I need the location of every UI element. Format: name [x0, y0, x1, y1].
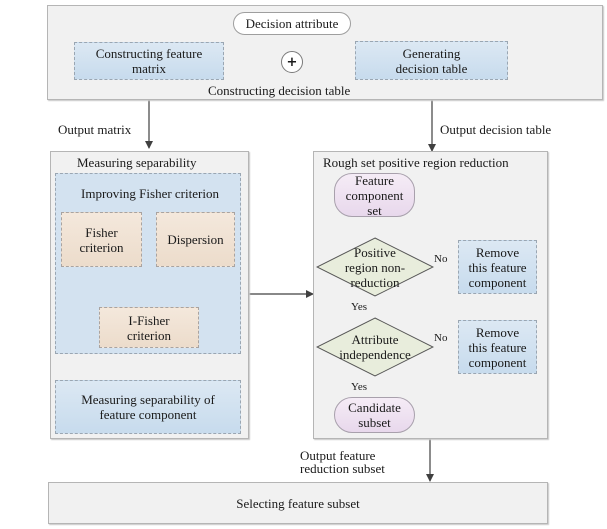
remove-feature-component-label-1: Remove this feature component	[468, 244, 527, 290]
output-decision-table-label: Output decision table	[440, 122, 552, 137]
no-label-2: No	[434, 332, 448, 344]
i-fisher-criterion-node: I-Fisher criterion	[99, 307, 199, 348]
yes-label-1: Yes	[351, 301, 368, 313]
decision-attribute-label: Decision attribute	[245, 16, 339, 31]
attribute-independence-decision	[316, 317, 434, 377]
feature-component-set-node: Feature component set	[334, 172, 415, 218]
constructing-decision-table-title: Constructing decision table	[208, 83, 351, 98]
rough-set-reduction-title: Rough set positive region reduction	[323, 155, 509, 170]
decision-attribute-node: Decision attribute	[233, 12, 351, 35]
generating-decision-table-node: Generating decision table	[355, 41, 508, 80]
attribute-independence-decision-label: Attribute independence	[339, 332, 411, 362]
output-matrix-label: Output matrix	[58, 122, 132, 137]
plus-node: +	[281, 51, 303, 73]
constructing-feature-matrix-label: Constructing feature matrix	[95, 46, 203, 76]
candidate-subset-node: Candidate subset	[334, 397, 415, 433]
remove-feature-component-node-1: Remove this feature component	[458, 240, 537, 294]
no-label-1: No	[434, 253, 448, 265]
measuring-separability-component-label: Measuring separability of feature compon…	[81, 392, 215, 422]
selecting-feature-subset-label: Selecting feature subset	[236, 495, 360, 511]
i-fisher-criterion-label: I-Fisher criterion	[126, 312, 172, 343]
output-reduction-subset-label: Output feature reduction subset	[300, 448, 385, 476]
dispersion-label: Dispersion	[167, 232, 224, 247]
positive-region-decision-label: Positive region non-reduction	[344, 244, 406, 290]
selecting-feature-subset-panel: Selecting feature subset	[48, 482, 548, 524]
positive-region-decision	[316, 237, 434, 297]
dispersion-node: Dispersion	[156, 212, 235, 267]
measuring-separability-component-node: Measuring separability of feature compon…	[55, 380, 241, 434]
constructing-feature-matrix-node: Constructing feature matrix	[74, 42, 224, 80]
measuring-separability-title: Measuring separability	[77, 155, 197, 170]
generating-decision-table-label: Generating decision table	[395, 45, 468, 76]
candidate-subset-label: Candidate subset	[348, 400, 401, 430]
feature-component-set-label: Feature component set	[345, 172, 404, 218]
yes-label-2: Yes	[351, 381, 368, 393]
remove-feature-component-node-2: Remove this feature component	[458, 320, 537, 374]
fisher-criterion-label: Fisher criterion	[79, 224, 124, 255]
improving-fisher-title: Improving Fisher criterion	[81, 185, 219, 201]
fisher-criterion-node: Fisher criterion	[61, 212, 142, 267]
remove-feature-component-label-2: Remove this feature component	[468, 324, 527, 370]
plus-icon: +	[286, 54, 298, 70]
